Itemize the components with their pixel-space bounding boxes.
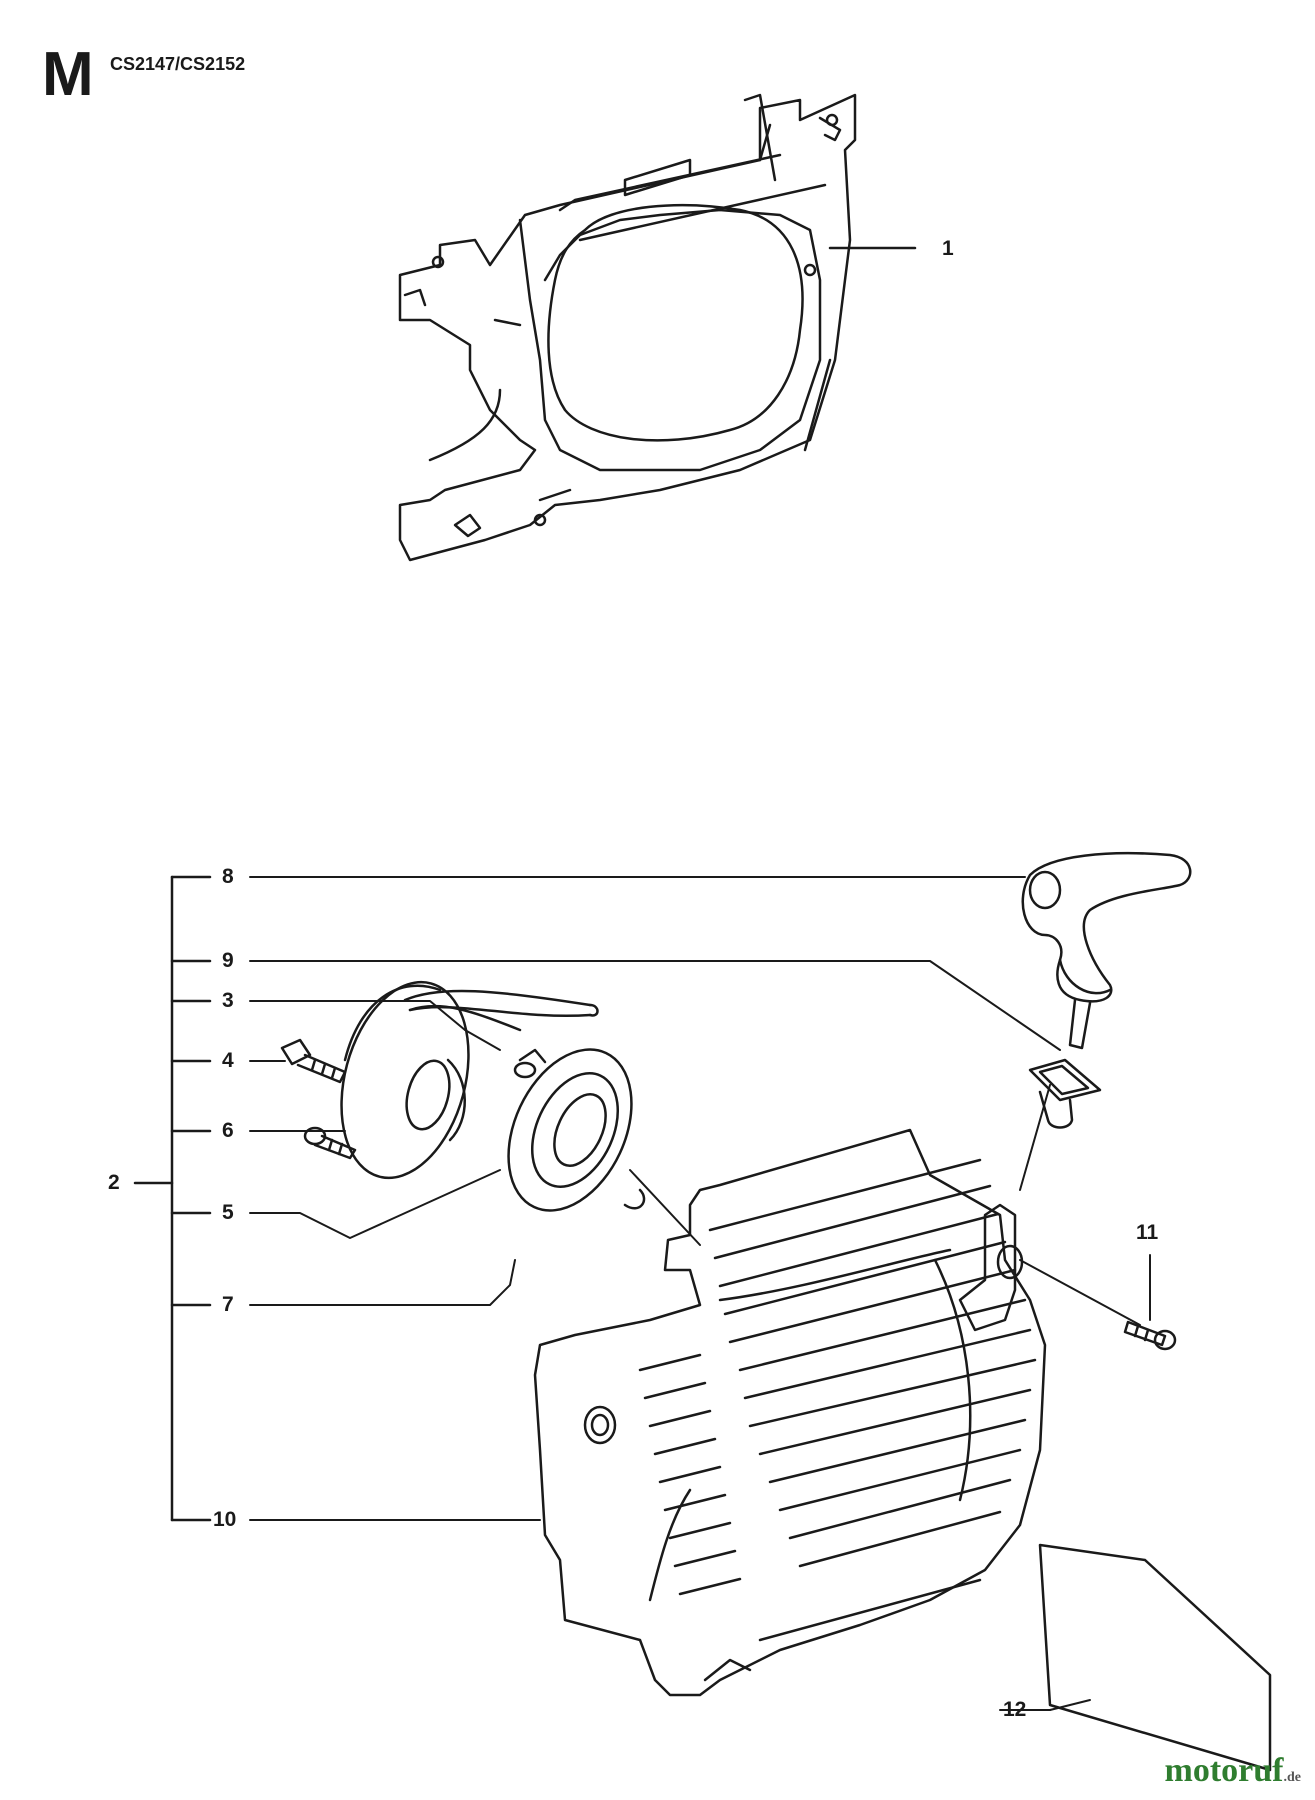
rope-guide-bushing xyxy=(1028,1058,1102,1129)
callout-1: 1 xyxy=(942,237,954,260)
rope-pulley xyxy=(340,980,599,1180)
watermark: motoruf.de xyxy=(1165,1752,1301,1790)
watermark-text: motoruf xyxy=(1164,1752,1284,1789)
callout-8: 8 xyxy=(222,865,234,888)
callout-2: 2 xyxy=(108,1171,120,1194)
callout-4: 4 xyxy=(222,1049,234,1072)
callout-12: 12 xyxy=(1003,1698,1027,1721)
screw-11 xyxy=(1123,1320,1177,1351)
assembly-bracket xyxy=(133,875,212,1522)
callout-3: 3 xyxy=(222,989,234,1012)
callout-9: 9 xyxy=(222,949,234,972)
leader-lines xyxy=(249,876,1151,1711)
callout-10: 10 xyxy=(213,1508,237,1531)
callout-7: 7 xyxy=(222,1293,234,1316)
rewind-spring xyxy=(507,1048,646,1212)
screw-5 xyxy=(303,1126,357,1160)
model-title: CS2147/CS2152 xyxy=(110,54,246,74)
screw-4 xyxy=(280,1038,347,1084)
watermark-suffix: .de xyxy=(1283,1770,1302,1785)
decal xyxy=(1038,1543,1272,1772)
starter-handle xyxy=(1021,851,1192,1050)
section-letter: M xyxy=(42,40,94,109)
callout-6: 6 xyxy=(222,1119,234,1142)
starter-cover xyxy=(533,1128,1047,1697)
starter-housing-frame xyxy=(398,93,857,562)
callout-5: 5 xyxy=(222,1201,234,1224)
callout-11: 11 xyxy=(1136,1221,1159,1244)
